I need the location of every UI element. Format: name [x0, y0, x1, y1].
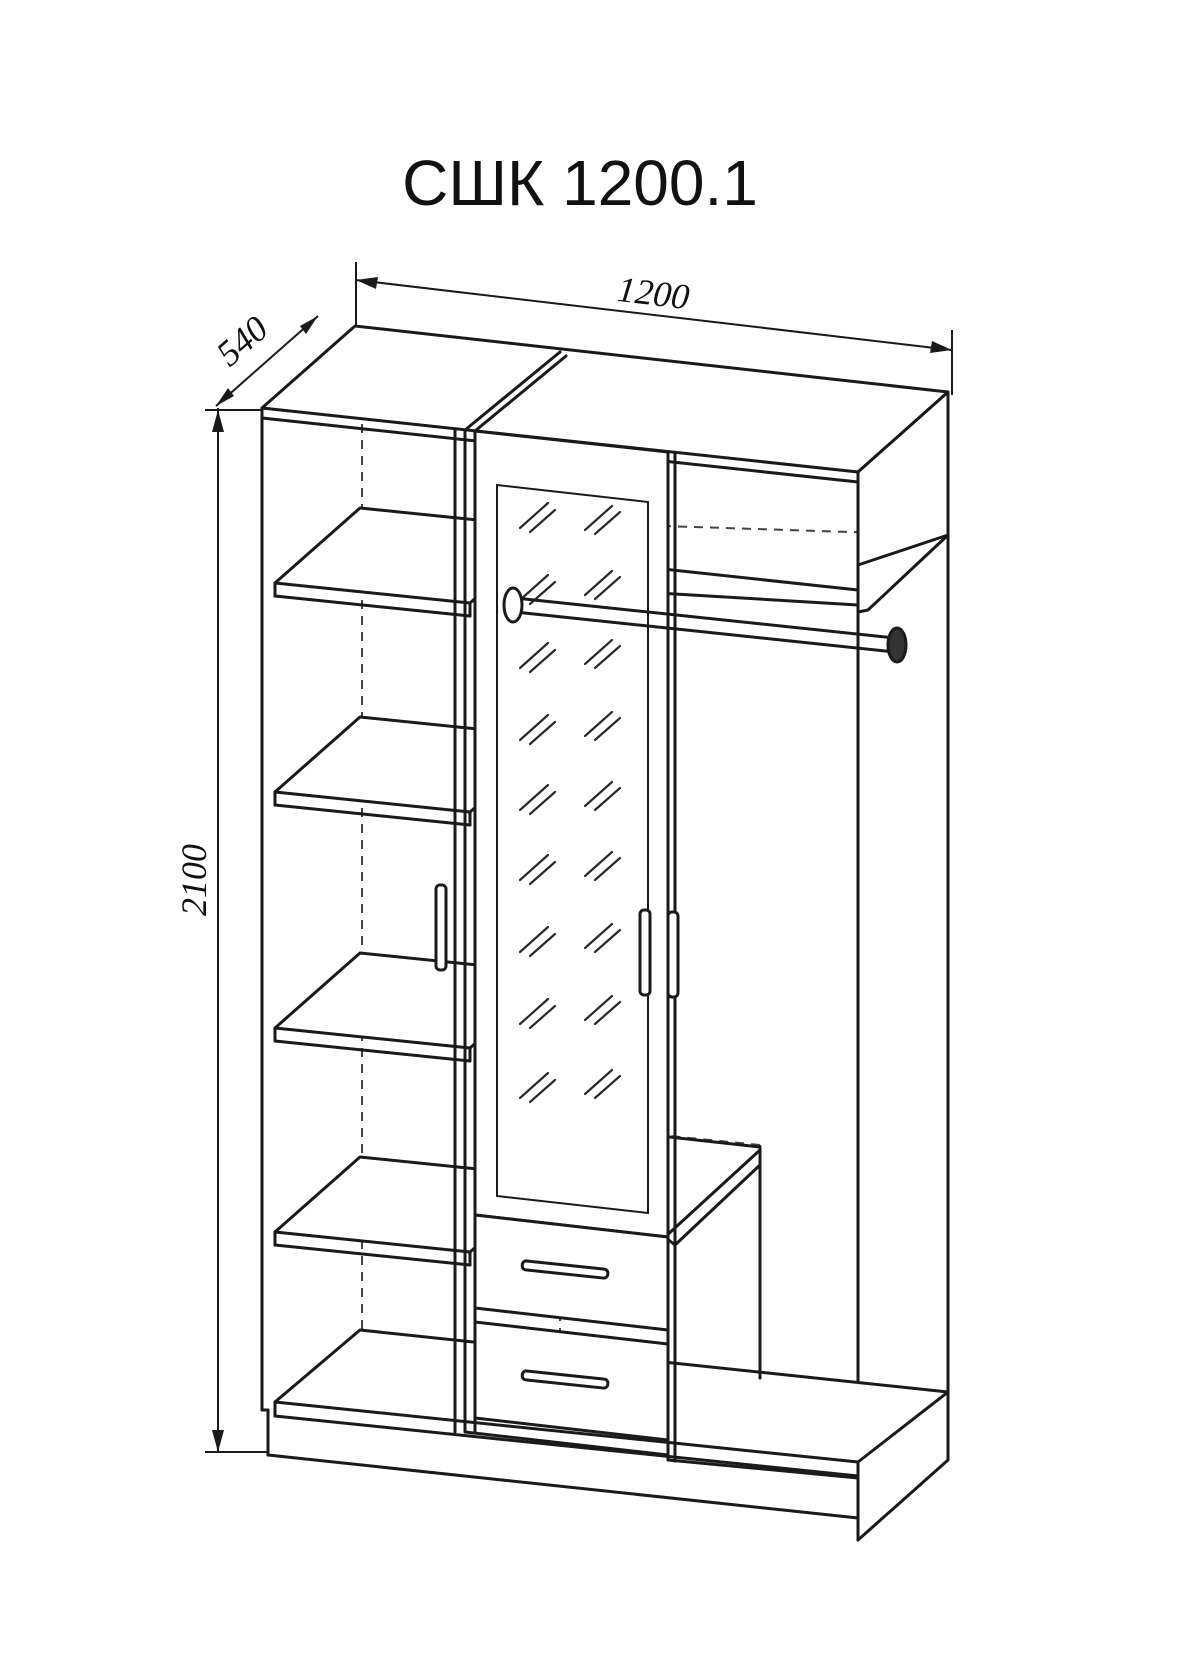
right-door-handle: [666, 910, 680, 999]
mirror-panel: [496, 483, 649, 1215]
page-title: СШК 1200.1: [402, 147, 758, 219]
mirror-door: [473, 429, 670, 1239]
mirror-glints: [518, 501, 622, 1104]
left-door-handle: [434, 883, 448, 972]
width-dimension: 1200: [355, 262, 953, 395]
height-label: 2100: [174, 844, 214, 916]
carcass: [260, 416, 860, 1542]
mirror-door-handle: [638, 908, 652, 997]
width-label: 1200: [615, 269, 691, 317]
clothes-rail: [502, 586, 908, 664]
upper-drawer-handle: [520, 1259, 610, 1280]
drawer-unit-side: [663, 1148, 762, 1247]
depth-label: 540: [209, 308, 276, 374]
height-dimension: 2100: [174, 408, 268, 1453]
door-handles: [434, 883, 680, 1390]
lower-drawer-handle: [520, 1369, 610, 1390]
